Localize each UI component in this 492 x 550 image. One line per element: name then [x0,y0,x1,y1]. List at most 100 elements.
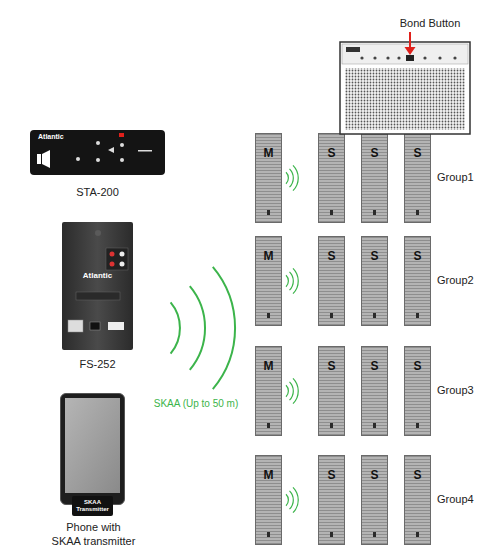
control-dot [120,143,124,147]
amplifier-device: AtlanticSTA-200 [30,130,165,175]
group-waves [286,165,298,512]
speaker-role: S [319,468,344,482]
control-dot [423,56,426,59]
speaker-role: S [362,146,387,160]
control-dot [120,158,124,162]
wave-arc [213,267,235,389]
control-dot [76,157,80,161]
wave-arc [286,275,288,286]
master-speaker: M [255,236,282,326]
control-symbol [108,147,114,153]
wave-set [286,268,298,293]
arrow-head [405,47,416,55]
master-speaker: M [255,133,282,223]
amplifier-controls [37,133,152,168]
control-dot [373,56,376,59]
slave-speaker: S [318,455,345,545]
subwoofer-panel [68,230,128,332]
brand-logo: Atlantic [38,133,98,141]
speaker-role: S [405,146,430,160]
speaker-role: S [362,468,387,482]
slave-speaker: S [404,346,431,436]
wave-arc [293,487,298,512]
bond-button [406,55,414,61]
device-label: FS-252 [62,358,133,371]
wave-arc [290,491,294,509]
callout-label: Bond Button [380,17,480,30]
brand-icon [42,150,50,168]
device-label: Phone with SKAA transmitter [51,520,136,548]
wave-arc [293,378,298,403]
wireless-waves [171,267,235,389]
control-dot [96,158,100,162]
group-label: Group3 [437,384,492,397]
control-dot [386,56,389,59]
speaker-role: M [256,146,281,160]
wave-set [286,165,298,190]
phone-device: Phone with SKAA transmitterSKAA Transmit… [60,393,125,505]
slave-speaker: S [318,236,345,326]
control-dot [96,141,100,145]
bond-device [340,32,470,134]
wave-arc [290,382,294,400]
brand-icon [37,154,41,164]
slave-speaker: S [361,133,388,223]
range-label: SKAA (Up to 50 m) [150,398,242,410]
slave-speaker: S [318,133,345,223]
group-label: Group2 [437,274,492,287]
rca-jack [120,252,125,257]
wave-arc [293,165,298,190]
wave-arc [290,272,294,290]
indicator-led [119,133,124,137]
slave-speaker: S [318,346,345,436]
wave-set [286,378,298,403]
device-logo [346,47,360,52]
speaker-role: S [405,249,430,263]
control-strip [342,44,468,64]
rca-jack [120,262,125,267]
slave-speaker: S [404,133,431,223]
slave-speaker: S [404,236,431,326]
wave-arc [286,385,288,396]
knob [95,230,101,236]
transmitter-dongle: SKAA Transmitter [72,496,113,516]
brand-logo: Atlantic [62,271,133,281]
subwoofer-device: AtlanticFS-252 [62,222,133,350]
slave-speaker: S [404,455,431,545]
speaker-role: S [405,359,430,373]
fuse-holder [108,322,124,330]
device-body [340,42,470,134]
speaker-role: M [256,249,281,263]
master-speaker: M [255,346,282,436]
control-symbol [138,150,152,152]
pointer-arrow [409,32,411,48]
wave-set [286,487,298,512]
wave-arc [290,169,294,187]
slave-speaker: S [361,455,388,545]
speaker-role: M [256,468,281,482]
speaker-grille [345,68,465,130]
speaker-role: S [319,146,344,160]
power-switch [90,322,100,330]
rca-jack [110,262,115,267]
rca-jack [110,252,115,257]
control-dot [360,56,363,59]
slave-speaker: S [361,236,388,326]
device-label: STA-200 [30,186,165,199]
control-dot [438,56,441,59]
wave-arc [171,302,180,353]
speaker-role: S [405,468,430,482]
speaker-role: S [362,359,387,373]
group-label: Group4 [437,493,492,506]
power-socket [68,320,83,332]
speaker-role: S [319,249,344,263]
wave-arc [190,286,205,370]
spec-plate [76,292,120,300]
control-dot [453,56,456,59]
slave-speaker: S [361,346,388,436]
